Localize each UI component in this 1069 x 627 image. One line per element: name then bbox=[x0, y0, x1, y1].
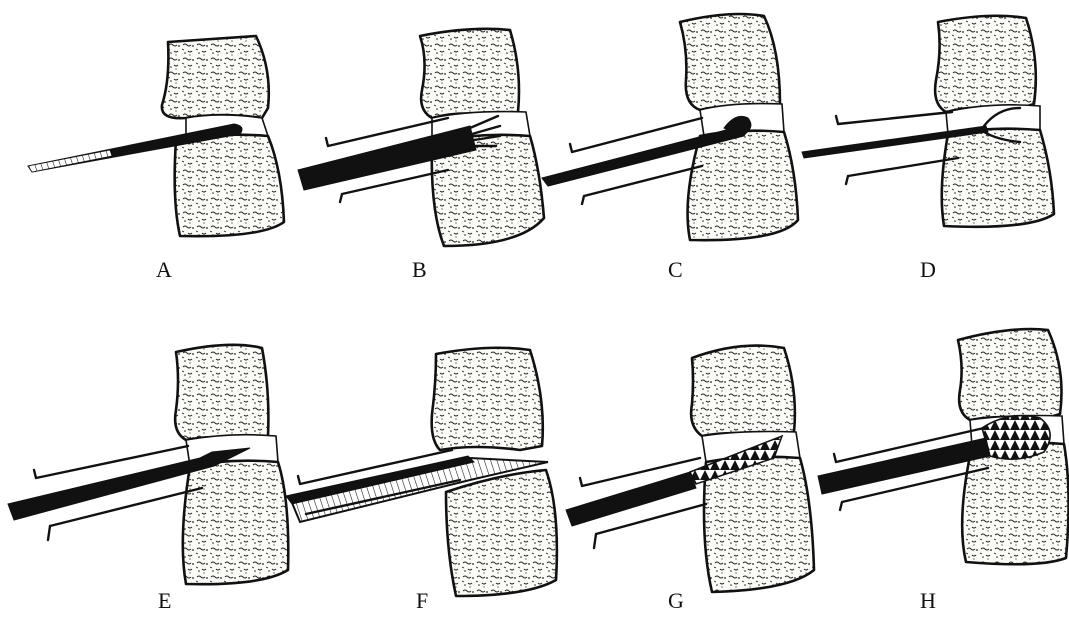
panel-g: G bbox=[566, 346, 814, 613]
panel-label: H bbox=[920, 588, 936, 613]
panel-label: E bbox=[158, 588, 171, 613]
cannula-upper-rail bbox=[836, 112, 952, 124]
panel-d: D bbox=[802, 16, 1054, 282]
panel-e: E bbox=[8, 345, 288, 613]
panel-c: C bbox=[542, 14, 798, 282]
panel-f: F bbox=[286, 348, 557, 613]
panel-b: B bbox=[298, 29, 544, 282]
vertebra-lower bbox=[175, 135, 284, 237]
vertebra-lower bbox=[942, 129, 1054, 227]
vertebra-upper bbox=[162, 36, 269, 118]
panel-label: F bbox=[416, 588, 428, 613]
vertebra-lower bbox=[962, 442, 1068, 564]
panel-label: C bbox=[668, 257, 683, 282]
vertebra-upper bbox=[691, 346, 795, 436]
panel-label: D bbox=[920, 257, 936, 282]
vertebra-lower bbox=[183, 461, 288, 585]
vertebra-lower bbox=[446, 470, 557, 596]
panel-label: A bbox=[156, 257, 172, 282]
vertebra-upper bbox=[958, 329, 1062, 420]
panel-a: A bbox=[28, 36, 284, 282]
interbody-cage bbox=[982, 416, 1050, 460]
panel-h: H bbox=[818, 329, 1069, 613]
vertebra-upper bbox=[680, 14, 780, 110]
vertebra-upper bbox=[420, 29, 519, 118]
panel-label: B bbox=[412, 257, 427, 282]
vertebra-upper bbox=[175, 345, 268, 440]
vertebra-upper bbox=[935, 16, 1036, 112]
graft-packing bbox=[566, 472, 696, 526]
vertebra-lower bbox=[688, 131, 798, 241]
vertebra-lower bbox=[704, 457, 814, 592]
panel-label: G bbox=[668, 588, 684, 613]
vertebra-upper bbox=[432, 348, 543, 450]
